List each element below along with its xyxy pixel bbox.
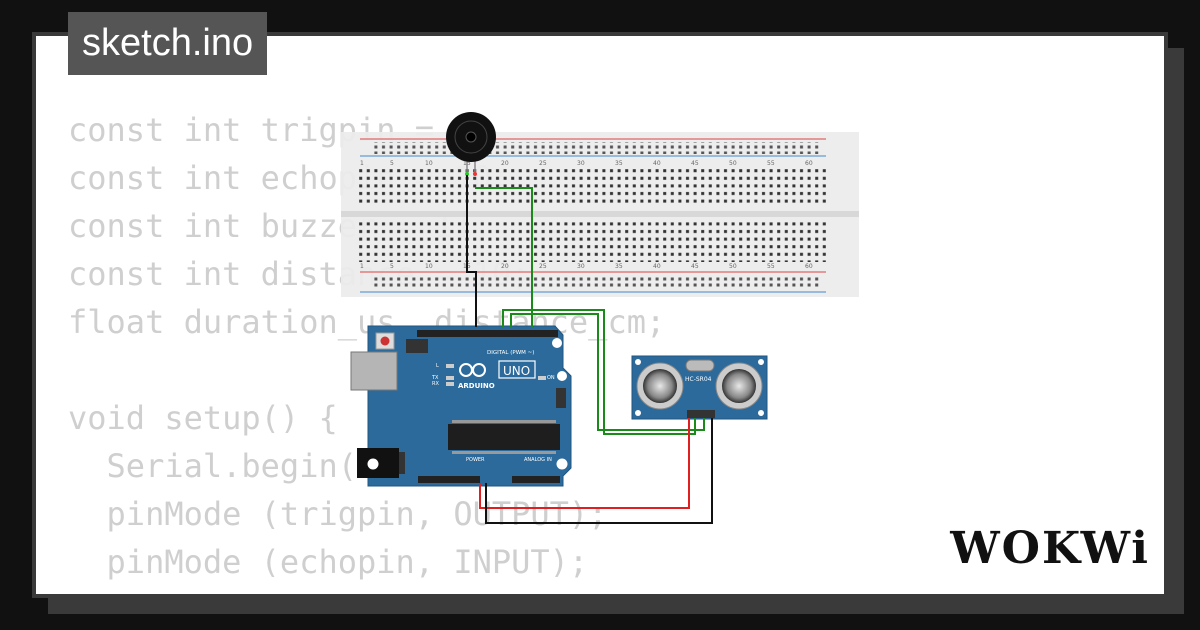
code-line: float duration_us, distance_cm; <box>68 303 666 341</box>
buzzer[interactable] <box>446 112 496 176</box>
svg-text:50: 50 <box>729 160 737 167</box>
rx-label: RX <box>432 381 439 387</box>
l-label: L <box>436 363 439 369</box>
svg-text:40: 40 <box>653 160 661 167</box>
sensor-model-label: HC-SR04 <box>685 376 712 383</box>
code-line: pinMode (trigpin, OUTPUT); <box>68 495 608 533</box>
svg-text:40: 40 <box>653 263 661 270</box>
mounting-hole <box>557 371 567 381</box>
svg-text:45: 45 <box>691 160 699 167</box>
svg-text:55: 55 <box>767 160 775 167</box>
power-label: POWER <box>466 457 485 463</box>
atmega-chip <box>448 424 560 450</box>
svg-text:10: 10 <box>425 263 433 270</box>
svg-text:10: 10 <box>425 160 433 167</box>
wokwi-logo: WOKWi <box>950 523 1150 574</box>
svg-text:30: 30 <box>577 263 585 270</box>
svg-text:35: 35 <box>615 263 623 270</box>
preview-card: const int trigpin = 9;const int echopin … <box>36 36 1164 594</box>
svg-text:1: 1 <box>360 263 364 270</box>
code-line: pinMode (echopin, INPUT); <box>68 543 589 581</box>
wires <box>466 175 713 524</box>
svg-text:25: 25 <box>539 263 547 270</box>
ultrasonic-sensor[interactable]: HC-SR04 <box>631 355 768 420</box>
svg-text:35: 35 <box>615 160 623 167</box>
svg-text:5: 5 <box>390 263 394 270</box>
code-background: const int trigpin = 9;const int echopin … <box>68 106 665 594</box>
digital-header-right <box>486 330 558 337</box>
arduino-logo-icon <box>459 363 486 377</box>
uno-label: UNO <box>503 364 530 378</box>
svg-text:20: 20 <box>501 263 509 270</box>
on-label: ON <box>547 375 555 381</box>
svg-text:25: 25 <box>539 160 547 167</box>
svg-text:60: 60 <box>805 263 813 270</box>
digital-header-left <box>417 330 535 337</box>
file-title-tab[interactable]: sketch.ino <box>68 12 268 75</box>
svg-text:55: 55 <box>767 263 775 270</box>
analog-label: ANALOG IN <box>524 457 552 463</box>
svg-text:5: 5 <box>390 160 394 167</box>
tx-label: TX <box>431 375 439 381</box>
svg-text:20: 20 <box>501 160 509 167</box>
analog-header <box>512 476 560 483</box>
svg-text:45: 45 <box>691 263 699 270</box>
svg-text:50: 50 <box>729 263 737 270</box>
code-line: void setup() { <box>68 399 338 437</box>
usb-port <box>350 351 398 391</box>
arduino-uno-board[interactable]: UNO ARDUINO DIGITAL (PWM ~) POWER ANALOG… <box>350 325 572 487</box>
arduino-label: ARDUINO <box>458 382 495 390</box>
digital-label: DIGITAL (PWM ~) <box>487 350 534 356</box>
power-header <box>418 476 480 483</box>
svg-text:60: 60 <box>805 160 813 167</box>
svg-text:1: 1 <box>360 160 364 167</box>
code-line: pinMode (buzzer, OUTPUT); <box>68 586 665 594</box>
svg-text:30: 30 <box>577 160 585 167</box>
